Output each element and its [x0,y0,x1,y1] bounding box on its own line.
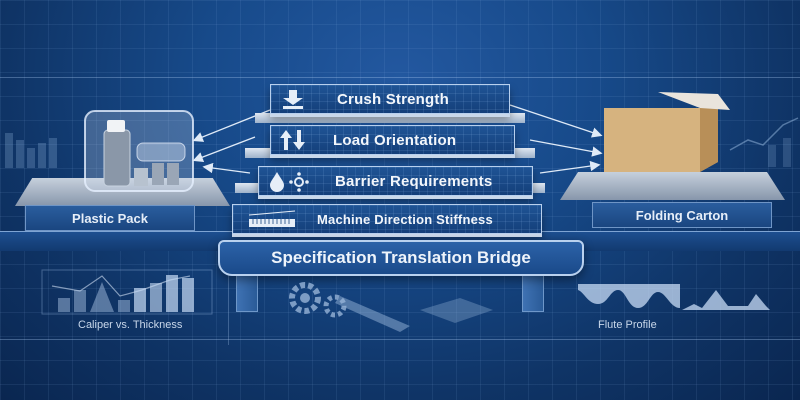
layer-barrier-requirements: Barrier Requirements [258,166,533,196]
left-platform-label: Plastic Pack [25,205,195,231]
carton-box-icon [604,92,730,172]
caliper-bar-chart [41,269,213,315]
bridge-title-banner: Specification Translation Bridge [218,240,584,276]
faint-line-chart-icon [729,117,799,167]
layer-crush-strength: Crush Strength [270,84,510,114]
down-arrow-icon [271,89,315,109]
ruler-graph-icon [233,209,313,229]
bridge-pillar-left [236,272,258,312]
gears-tools-icon [289,282,410,332]
layer-machine-direction-stiffness: Machine Direction Stiffness [232,204,542,234]
bridge-pillar-right [522,272,544,312]
up-down-arrows-icon [271,129,315,151]
flute-chart-label: Flute Profile [598,319,657,331]
droplet-molecule-icon [259,170,319,192]
layer-load-orientation: Load Orientation [270,125,515,155]
layer-label: Machine Direction Stiffness [317,211,493,227]
plastic-pack-icon [84,110,194,192]
guide-line [228,260,229,345]
right-platform-surface [560,172,785,200]
layer-label: Load Orientation [333,131,457,149]
layer-label: Barrier Requirements [335,172,493,190]
right-platform-label: Folding Carton [592,202,772,228]
guide-line [0,77,800,78]
guide-line [0,339,800,340]
caliper-chart-label: Caliper vs. Thickness [78,319,183,331]
layer-shelf [255,113,525,123]
faint-bar-chart-icon [5,133,57,168]
layer-label: Crush Strength [337,90,449,108]
flat-blank-icon [420,298,493,323]
flute-wave-chart [578,284,770,310]
